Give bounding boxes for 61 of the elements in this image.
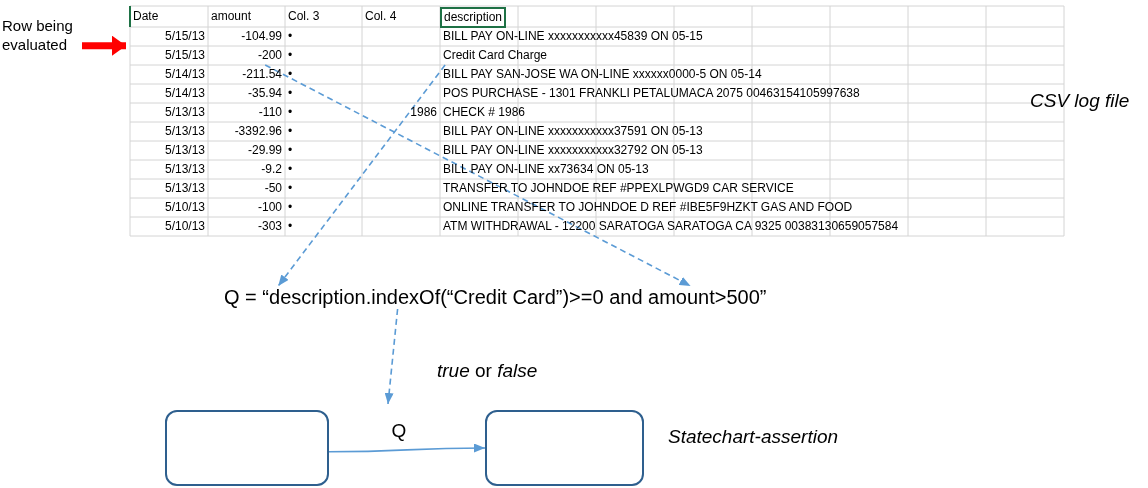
description-text: BILL PAY ON-LINE xx73634 ON 05-13 <box>443 161 649 178</box>
bullet-mark: • <box>288 199 293 216</box>
number-text: 1986 <box>410 104 437 121</box>
amount-text: -3392.96 <box>234 123 282 140</box>
date-text: 5/10/13 <box>164 199 205 216</box>
amount-text: -100 <box>257 199 282 216</box>
description-text: BILL PAY ON-LINE xxxxxxxxxxx37591 ON 05-13 <box>443 123 703 140</box>
date-text: 5/13/13 <box>164 161 205 178</box>
state-box <box>485 410 644 486</box>
description-text: ATM WITHDRAWAL - 12200 SARATOGA SARATOGA CA 9325 00383130659057584 <box>443 218 899 235</box>
diagram-caption: Statechart-assertion <box>668 426 839 448</box>
amount-text: -104.99 <box>241 28 282 45</box>
date-text: 5/14/13 <box>164 85 205 102</box>
query-expression: Q = “description.indexOf(“Credit Card”)>=0 and amount>500” <box>224 286 767 309</box>
column-header: Date <box>133 8 159 25</box>
amount-text: -29.99 <box>247 142 282 159</box>
date-text: 5/13/13 <box>164 123 205 140</box>
amount-text: -211.54 <box>242 66 282 83</box>
amount-text: -303 <box>257 218 282 235</box>
bullet-mark: • <box>288 66 293 83</box>
date-text: 5/13/13 <box>164 104 205 121</box>
description-text: TRANSFER TO JOHNDOE REF #PPEXLPWGD9 CAR SERVICE <box>443 180 794 197</box>
bullet-mark: • <box>288 104 293 121</box>
amount-text: -110 <box>258 104 282 121</box>
arrow <box>277 64 446 287</box>
description-text: CHECK # 1986 <box>443 104 526 121</box>
description-text: POS PURCHASE - 1301 FRANKLI PETALUMACA 2075 00463154105997638 <box>443 85 860 102</box>
column-header: amount <box>211 8 252 25</box>
bullet-mark: • <box>288 28 293 45</box>
amount-text: -35.94 <box>247 85 282 102</box>
column-header: description <box>440 7 507 28</box>
date-text: 5/13/13 <box>164 180 205 197</box>
description-text: Credit Card Charge <box>443 46 548 65</box>
state-box <box>165 410 329 486</box>
amount-text: -50 <box>264 180 282 197</box>
date-text: 5/15/13 <box>164 47 205 64</box>
date-text: 5/15/13 <box>164 28 205 45</box>
amount-text: -200 <box>257 46 282 65</box>
date-text: 5/13/13 <box>164 142 205 159</box>
bullet-mark: • <box>288 218 293 235</box>
amount-text: -9.2 <box>261 161 282 178</box>
column-header: Col. 3 <box>288 8 320 25</box>
bullet-mark: • <box>288 47 293 64</box>
result-note: true or false <box>437 360 538 382</box>
date-text: 5/10/13 <box>164 218 205 235</box>
arrow <box>264 64 692 287</box>
description-text: BILL PAY ON-LINE xxxxxxxxxxx45839 ON 05-15 <box>443 28 703 45</box>
row-pointer-text: Row being evaluated <box>2 16 82 54</box>
arrow <box>328 443 486 453</box>
file-caption: CSV log file <box>1030 90 1130 112</box>
description-text: BILL PAY SAN-JOSE WA ON-LINE xxxxxx0000-5 ON 05-14 <box>443 66 762 83</box>
description-text: BILL PAY ON-LINE xxxxxxxxxxx32792 ON 05-13 <box>443 142 703 159</box>
bullet-mark: • <box>288 161 293 178</box>
date-text: 5/14/13 <box>164 66 205 83</box>
bullet-mark: • <box>288 85 293 102</box>
column-header: Col. 4 <box>365 8 397 25</box>
description-text: ONLINE TRANSFER TO JOHNDOE D REF #IBE5F9HZKT GAS AND FOOD <box>443 199 853 216</box>
bullet-mark: • <box>288 123 293 140</box>
arrow <box>384 308 399 405</box>
bullet-mark: • <box>288 142 293 159</box>
bullet-mark: • <box>288 180 293 197</box>
